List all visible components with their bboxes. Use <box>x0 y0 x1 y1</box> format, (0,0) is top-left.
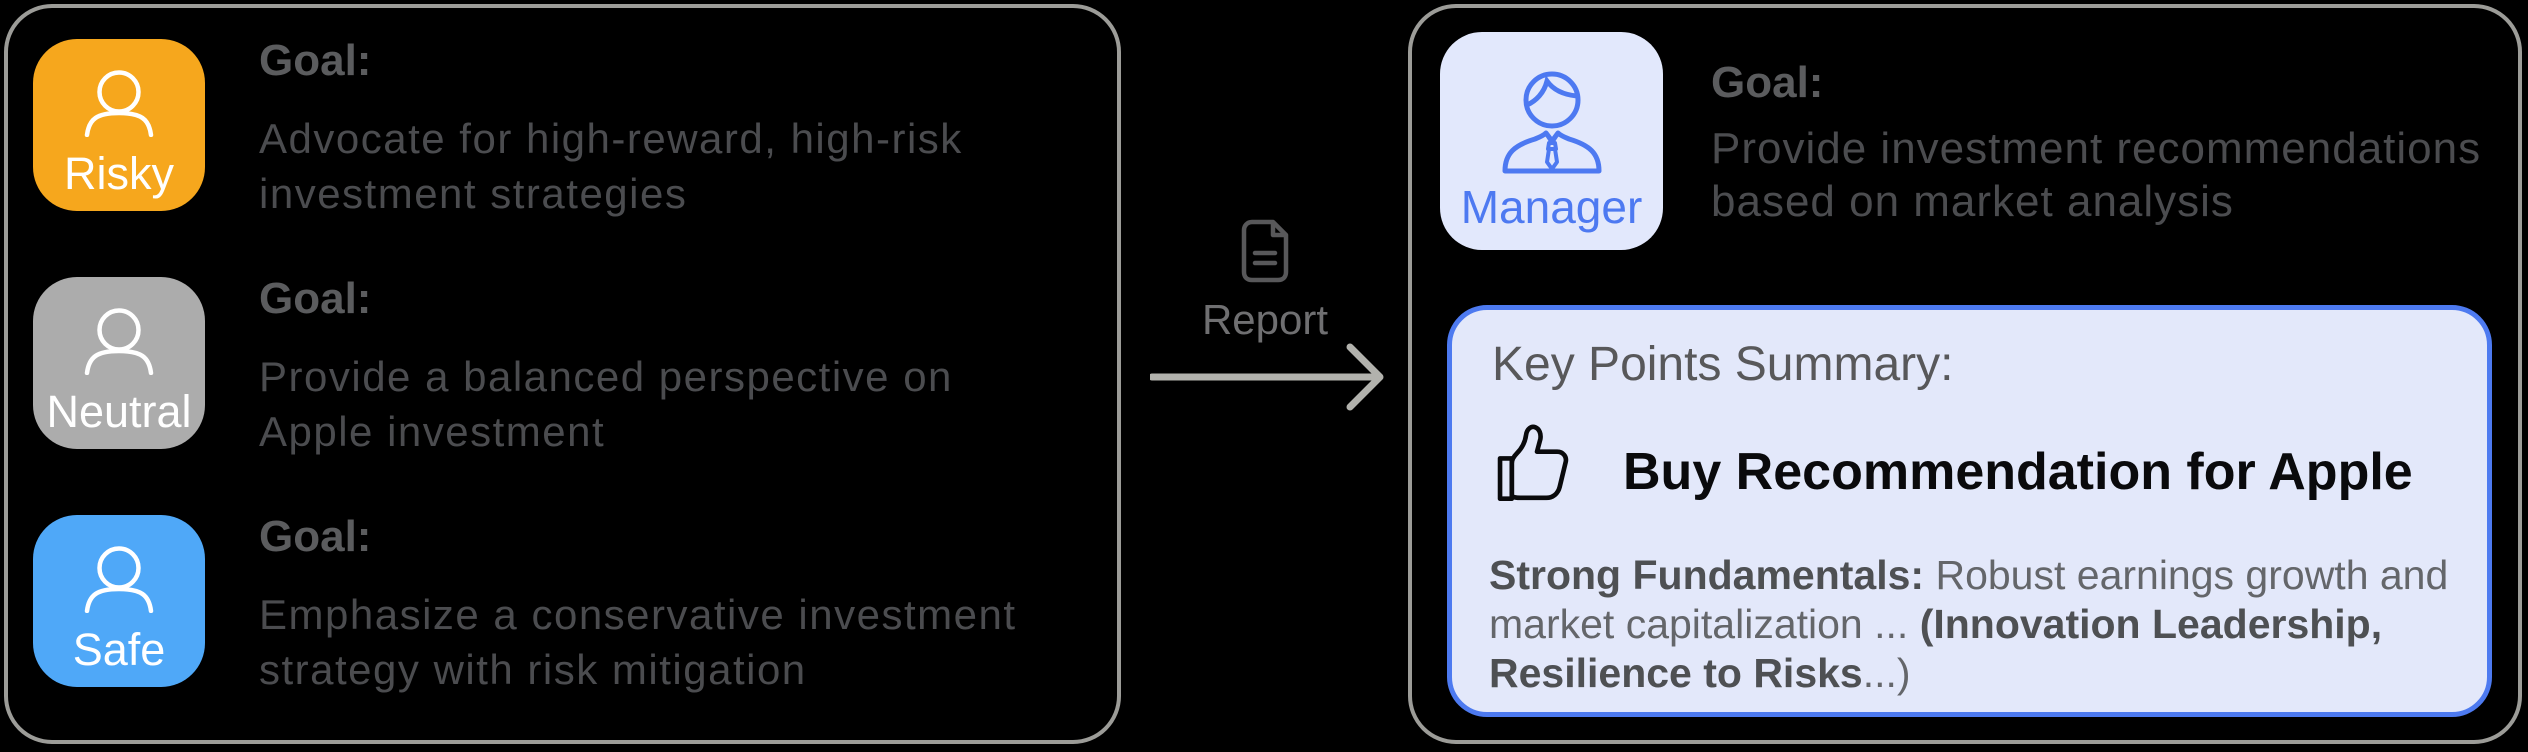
summary-title: Key Points Summary: <box>1492 338 1954 391</box>
safe-agent-card: Safe <box>33 515 205 687</box>
neutral-agent-card: Neutral <box>33 277 205 449</box>
agent-label: Risky <box>64 148 174 199</box>
report-label: Report <box>1201 296 1329 343</box>
manager-agent-card: Manager <box>1440 32 1663 250</box>
agent-row-safe: Safe Goal: Emphasize a conservative inve… <box>33 515 1093 715</box>
goal-heading: Goal: <box>1711 58 1824 107</box>
goal-heading: Goal: <box>259 512 372 561</box>
agent-row-risky: Risky Goal: Advocate for high-reward, hi… <box>33 39 1093 239</box>
agent-row-neutral: Neutral Goal: Provide a balanced perspec… <box>33 277 1093 477</box>
summary-body: Strong Fundamentals: Robust earnings gro… <box>1489 552 2449 696</box>
person-icon <box>84 546 154 613</box>
headline-text: Buy Recommendation for Apple <box>1623 443 2413 501</box>
risky-agent-card: Risky <box>33 39 205 211</box>
document-icon <box>1241 219 1289 283</box>
goal-heading: Goal: <box>259 274 372 323</box>
business-person-icon <box>1502 71 1602 174</box>
report-connector: Report <box>1125 0 1415 752</box>
goal-heading: Goal: <box>259 36 372 85</box>
arrow-right-icon <box>1150 343 1384 411</box>
key-points-summary-box: Key Points Summary: Buy Recommendation f… <box>1447 305 2492 717</box>
goal-text: Provide a balanced perspective on Apple … <box>259 353 953 455</box>
manager-panel: Manager Goal: Provide investment recomme… <box>1408 4 2522 744</box>
agent-label: Manager <box>1460 181 1643 233</box>
person-icon <box>84 70 154 137</box>
thumbs-up-icon <box>1497 424 1569 502</box>
goal-text: Provide investment recommendations based… <box>1711 124 2482 226</box>
agent-label: Neutral <box>46 386 192 437</box>
goal-text: Emphasize a conservative investment stra… <box>259 591 1017 693</box>
advisor-agents-panel: Risky Goal: Advocate for high-reward, hi… <box>4 4 1121 744</box>
person-icon <box>84 308 154 375</box>
goal-text: Advocate for high-reward, high-risk inve… <box>259 115 963 217</box>
agent-label: Safe <box>72 624 166 675</box>
